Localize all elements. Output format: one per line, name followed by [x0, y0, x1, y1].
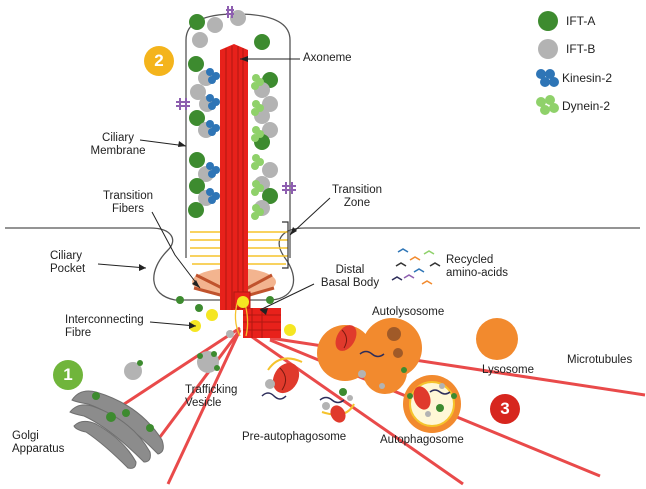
- trafficking-vesicles: [124, 351, 220, 380]
- label-microtubules: Microtubules: [567, 354, 633, 366]
- pointer-arrowheads: [139, 56, 297, 329]
- label-autolysosome: Autolysosome: [372, 306, 445, 318]
- autophagosome: [403, 375, 461, 433]
- golgi-apparatus: [69, 390, 164, 469]
- label-pre-autophagosome: Pre-autophagosome: [242, 431, 347, 443]
- pre-autophagosome: [261, 357, 355, 423]
- transition-zone-bracket: [282, 221, 289, 269]
- kinesin-clusters: [206, 68, 220, 204]
- axoneme: [220, 44, 248, 310]
- pointer-lines: [97, 58, 331, 327]
- legend-kinesin-icon: [536, 69, 559, 87]
- legend-label-kinesin: Kinesin-2: [562, 71, 613, 85]
- legend-label-ift-b: IFT-B: [566, 42, 596, 56]
- legend-dynein-icon: [536, 95, 559, 115]
- step-badge-1: 1: [53, 360, 83, 390]
- legend-symbols: [536, 11, 559, 115]
- recycled-amino-acids: [391, 248, 441, 285]
- label-autophagosome: Autophagosome: [380, 434, 464, 446]
- step-badge-2: 2: [144, 46, 174, 76]
- legend-label-ift-a: IFT-A: [566, 14, 596, 28]
- label-axoneme: Axoneme: [303, 52, 352, 64]
- distal-basal-body: [233, 291, 281, 338]
- legend-ift-b-icon: [538, 39, 558, 59]
- golgi-vesicles: [92, 392, 154, 432]
- label-lysosome: Lysosome: [482, 364, 534, 376]
- ift-train-left: [188, 10, 270, 218]
- step-badge-3: 3: [490, 394, 520, 424]
- basal-vesicles: [176, 296, 296, 338]
- membrane-receptors: [176, 6, 296, 194]
- dynein-clusters: [251, 74, 264, 220]
- legend-ift-a-icon: [538, 11, 558, 31]
- autolysosome: [317, 318, 422, 394]
- legend-label-dynein: Dynein-2: [562, 99, 611, 113]
- lysosome: [476, 318, 518, 360]
